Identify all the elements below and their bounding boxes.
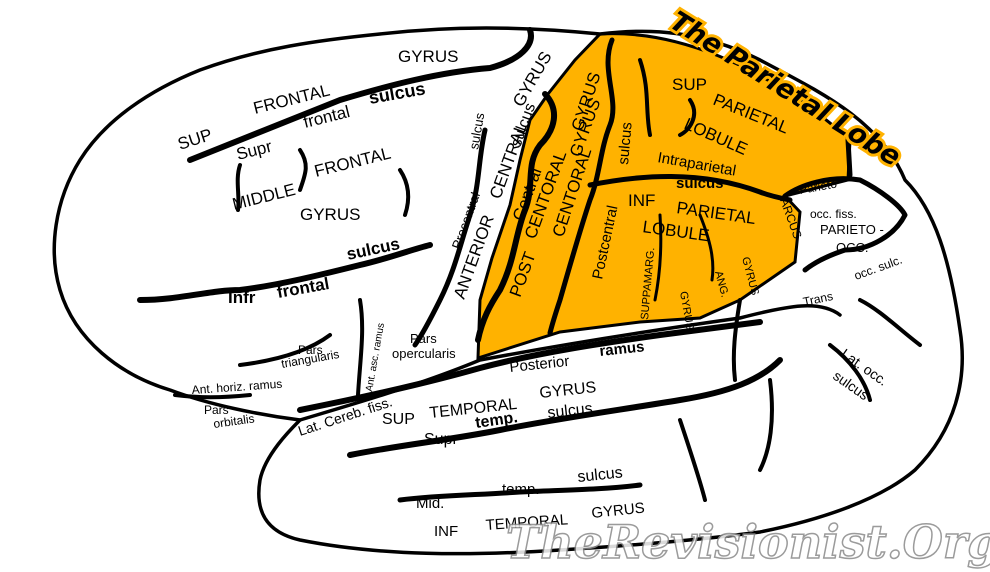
label-occ: OCC.: [836, 240, 869, 255]
central-sulcus: [475, 91, 557, 343]
label-ramus: ramus: [599, 338, 646, 360]
label-sulcus-post: sulcus: [615, 121, 636, 165]
inferior-frontal-sulcus: [137, 242, 433, 303]
label-temporal-2: TEMPORAL: [485, 511, 569, 534]
label-sulcus-sup: sulcus: [367, 78, 427, 108]
label-occ-fiss: occ. fiss.: [810, 207, 857, 221]
label-pars-orb-1: Pars: [204, 403, 229, 417]
label-pars-operc-1: Pars: [410, 331, 437, 346]
watermark: TheRevisionist.Org: [506, 515, 990, 569]
middle-temporal-sulcus: [397, 482, 643, 503]
superior-frontal-sulcus: [187, 27, 534, 163]
lateral-cerebral-fissure: [297, 319, 763, 413]
label-infr: Infr: [228, 288, 256, 307]
label-sulcus-temp: sulcus: [547, 400, 594, 422]
label-inf-temporal: INF: [434, 523, 458, 540]
label-frontal-inf: frontal: [275, 274, 330, 302]
label-parieto: Parieto: [798, 177, 838, 197]
precentral-sulcus: [412, 127, 488, 348]
superior-temporal-sulcus: [347, 357, 783, 458]
label-gyrus-top: GYRUS: [398, 47, 458, 66]
label-frontal-lc: frontal: [301, 102, 351, 132]
label-sulcus-pre: sulcus: [466, 111, 487, 150]
label-ant-horiz-ramus: Ant. horiz. ramus: [191, 377, 282, 397]
label-parieto-occ: PARIETO -: [820, 222, 884, 237]
label-sup-temporal: SUP: [382, 411, 415, 428]
brain-outline: [52, 26, 964, 556]
label-frontal-mid: FRONTAL: [312, 144, 392, 181]
label-gyrus-mid: GYRUS: [300, 205, 360, 224]
label-inf: INF: [628, 191, 655, 210]
label-pars-tri-1: Pars: [298, 343, 323, 357]
intraparietal-sulcus: [587, 174, 793, 203]
label-gyrus-7: GYRUS: [539, 379, 597, 402]
label-gyrus-8: GYRUS: [591, 499, 646, 521]
label-mid-temp: Mid.: [416, 495, 444, 512]
postcentral-sulcus: [547, 37, 616, 336]
label-middle: MIDDLE: [230, 180, 297, 214]
label-temp-2: temp.: [502, 481, 540, 498]
label-sulcus-intra: sulcus: [676, 175, 724, 192]
label-occ-sulc: occ. sulc.: [852, 253, 904, 283]
label-sulcus-3: sulcus: [577, 464, 624, 486]
label-pars-operc-2: opercularis: [392, 346, 456, 361]
label-supr-temp: Supr: [424, 431, 458, 448]
label-ant-asc-ramus: Ant. asc. ramus: [364, 322, 387, 392]
label-trans: Trans: [802, 289, 834, 309]
label-sup-parietal: SUP: [672, 75, 707, 94]
label-posterior: Posterior: [509, 353, 570, 376]
label-pars-orb-2: orbitalis: [212, 411, 255, 431]
parieto-occipital-boundary: [782, 176, 908, 273]
label-temp: temp.: [474, 409, 519, 432]
